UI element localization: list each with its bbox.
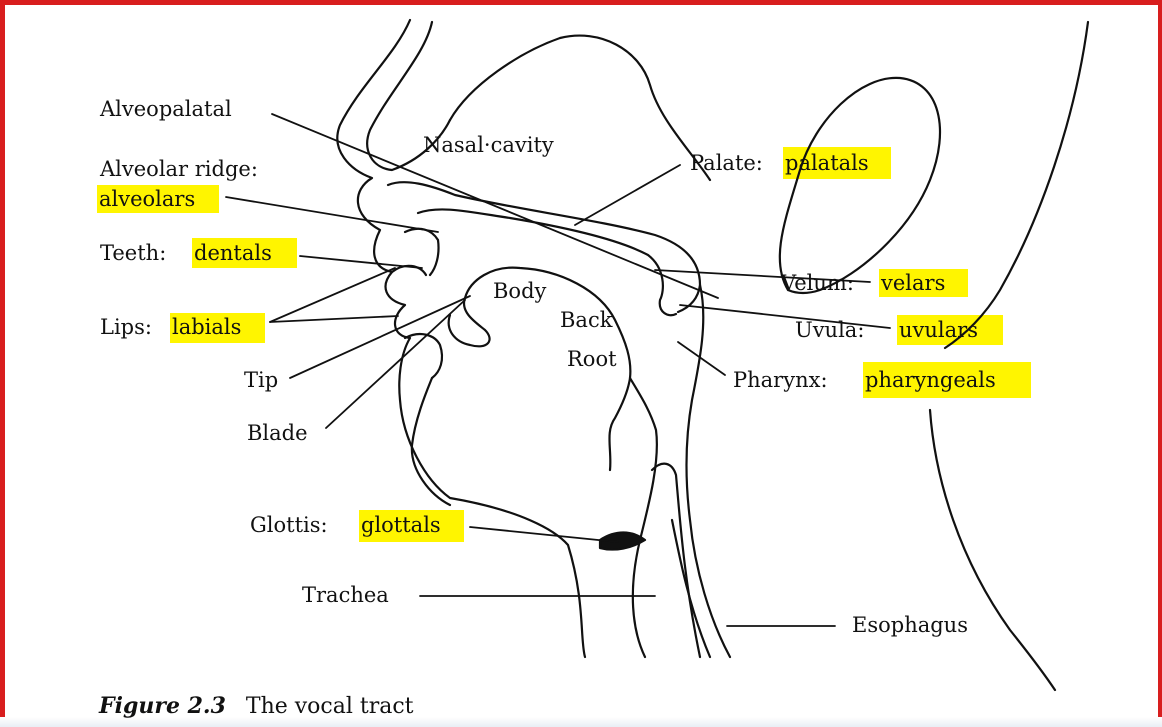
label-trachea: Trachea <box>302 583 389 607</box>
label-dentals: dentals <box>194 241 272 265</box>
label-teeth: Teeth: <box>100 241 166 265</box>
label-uvulars: uvulars <box>899 318 978 342</box>
label-alveolar-ridge: Alveolar ridge: <box>99 157 258 181</box>
label-lips: Lips: <box>100 315 152 339</box>
label-nasal-cavity: Nasal·cavity <box>423 133 554 157</box>
figure-title: The vocal tract <box>246 694 414 719</box>
label-pharyngeals: pharyngeals <box>865 368 996 392</box>
label-root: Root <box>567 347 617 371</box>
pointer-lips-lower <box>270 316 398 322</box>
label-velars: velars <box>880 271 945 295</box>
label-esophagus: Esophagus <box>852 613 968 637</box>
pointer-palate <box>575 165 680 225</box>
label-palatals: palatals <box>785 151 869 175</box>
label-tip: Tip <box>244 368 278 392</box>
label-glottis: Glottis: <box>250 513 328 537</box>
pointer-glottis <box>470 527 618 542</box>
pointer-tip <box>290 296 470 378</box>
label-back: Back <box>560 308 613 332</box>
label-alveolars: alveolars <box>99 187 195 211</box>
label-glottals: glottals <box>361 513 441 537</box>
pointer-lips-upper <box>270 268 395 322</box>
label-labials: labials <box>172 315 241 339</box>
head-outline <box>337 20 1088 690</box>
label-pharynx: Pharynx: <box>733 368 828 392</box>
label-body: Body <box>493 279 547 303</box>
label-palate: Palate: <box>690 151 763 175</box>
pointer-dentals <box>300 256 422 268</box>
label-blade: Blade <box>247 421 308 445</box>
label-alveopalatal: Alveopalatal <box>99 97 232 121</box>
figure-caption: Figure 2.3 The vocal tract <box>99 693 414 719</box>
label-uvula: Uvula: <box>795 318 864 342</box>
figure-number: Figure 2.3 <box>99 693 226 719</box>
label-velum: Velum: <box>780 271 854 295</box>
pointer-alveolars <box>226 197 438 232</box>
